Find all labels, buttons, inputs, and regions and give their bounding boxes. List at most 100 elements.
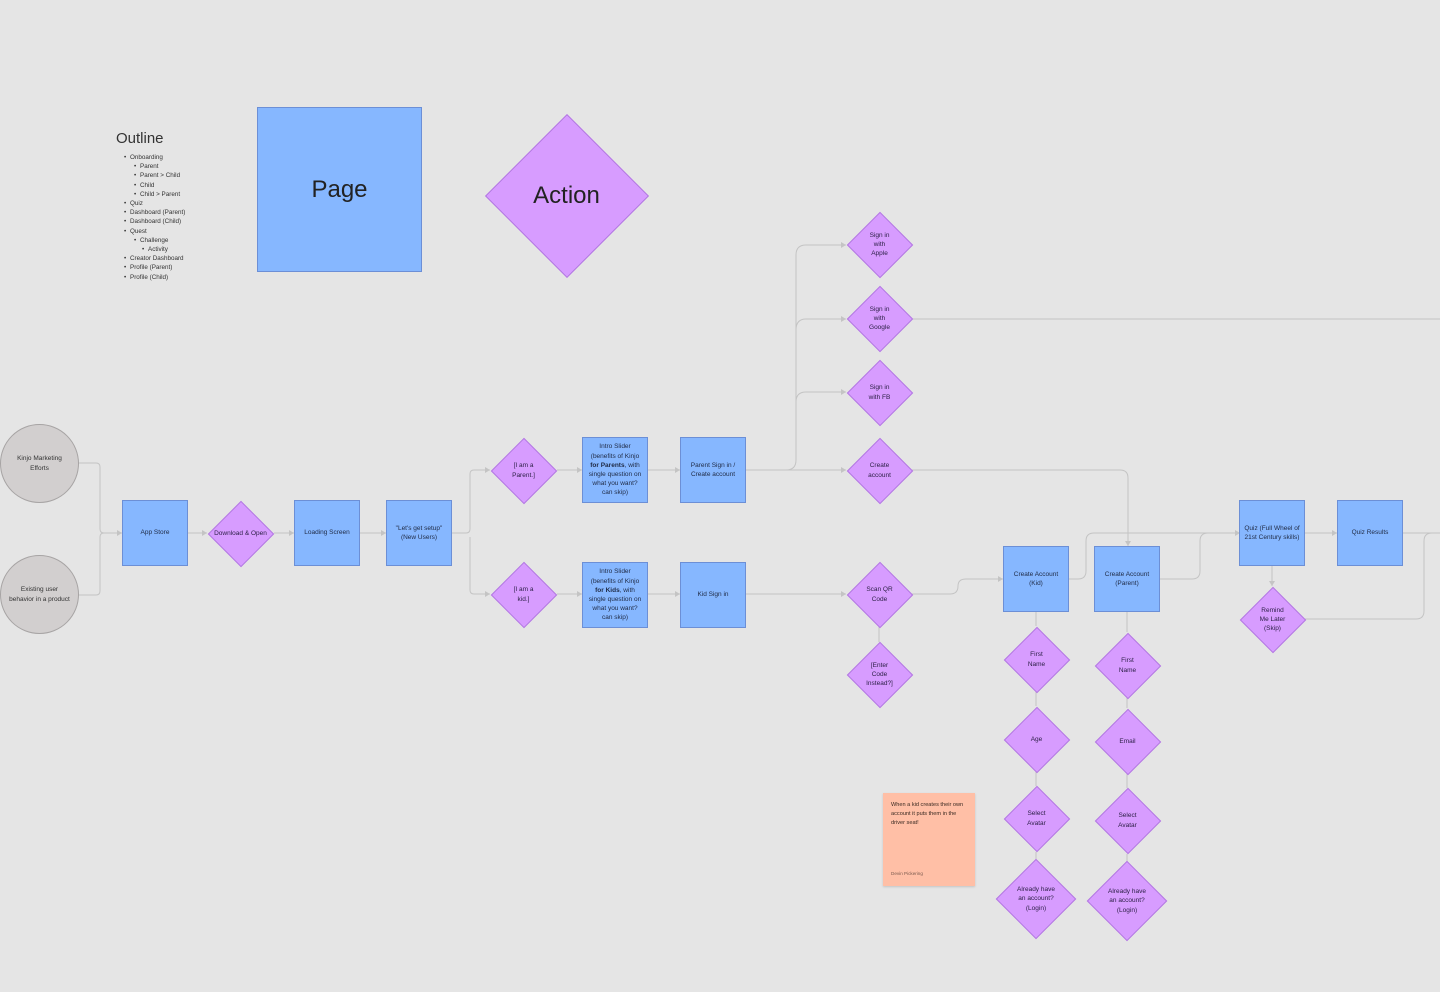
sticky-note-text: When a kid creates their own account it …: [891, 802, 964, 827]
node-label: Quiz Results: [1351, 529, 1389, 537]
node-label: Quiz (Full Wheel of 21st Century skills): [1244, 524, 1300, 541]
page-lets-get-setup[interactable]: "Let's get setup" (New Users): [386, 500, 452, 566]
arrowhead: [117, 530, 122, 536]
node-label: [I am a kid.]: [513, 586, 534, 603]
outline-item: Parent: [134, 162, 185, 171]
action-sign-in-google[interactable]: Sign in with Google: [846, 285, 913, 352]
action-scan-qr-code[interactable]: Scan QR Code: [846, 561, 913, 628]
node-label: Kinjo Marketing Efforts: [17, 455, 62, 472]
action-i-am-kid[interactable]: [I am a kid.]: [490, 561, 557, 628]
page-quiz[interactable]: Quiz (Full Wheel of 21st Century skills): [1239, 500, 1305, 566]
node-label: [I am a Parent.]: [512, 462, 535, 479]
node-label-bold: for Parents: [590, 461, 625, 469]
arrowhead: [1332, 530, 1337, 536]
connector-setup-kid: [469, 537, 490, 595]
action-download-open[interactable]: Download & Open: [207, 500, 274, 567]
action-kid-already-have-account[interactable]: Already have an account? (Login): [991, 858, 1081, 940]
page-loading-screen[interactable]: Loading Screen: [294, 500, 360, 566]
action-sign-in-fb[interactable]: Sign in with FB: [846, 359, 913, 426]
outline-item: Profile (Child): [124, 273, 185, 282]
node-label: Age: [1030, 735, 1043, 743]
arrowhead: [381, 530, 386, 536]
node-label: Intro Slider (benefits of Kinjo for Pare…: [587, 442, 643, 497]
page-quiz-results[interactable]: Quiz Results: [1337, 500, 1403, 566]
page-create-account-kid[interactable]: Create Account (Kid): [1003, 546, 1069, 612]
action-enter-code[interactable]: [Enter Code Instead?]: [846, 641, 913, 708]
outline-item: Challenge: [134, 236, 185, 245]
outline-item: Child: [134, 181, 185, 190]
legend-page-shape[interactable]: Page: [257, 107, 422, 272]
node-label: Email: [1119, 737, 1136, 745]
page-intro-slider-parent[interactable]: Intro Slider (benefits of Kinjo for Pare…: [582, 437, 648, 503]
connector-scanqr-createkid: [912, 578, 1003, 595]
node-label: Kid Sign in: [697, 591, 729, 599]
outline-item: Creator Dashboard: [124, 254, 185, 263]
action-kid-age[interactable]: Age: [1003, 706, 1070, 773]
outline-item: Onboarding: [124, 153, 185, 162]
node-label-part: , with single question on what you want?…: [588, 461, 642, 497]
start-node-existing-behavior[interactable]: Existing user behavior in a product: [0, 555, 79, 634]
node-label: First Name: [1027, 651, 1046, 668]
page-app-store[interactable]: App Store: [122, 500, 188, 566]
page-create-account-parent[interactable]: Create Account (Parent): [1094, 546, 1160, 612]
arrowhead: [202, 530, 207, 536]
action-remind-me-later[interactable]: Remind Me Later (Skip): [1239, 586, 1306, 653]
outline-item: Dashboard (Child): [124, 217, 185, 226]
connector-setup-parent: [452, 469, 490, 534]
arrowhead: [577, 591, 582, 597]
node-label: "Let's get setup" (New Users): [395, 524, 443, 541]
sticky-note[interactable]: When a kid creates their own account it …: [883, 793, 975, 886]
arrowhead: [675, 591, 680, 597]
action-kid-first-name[interactable]: First Name: [1003, 626, 1070, 693]
node-label: Download & Open: [214, 529, 267, 537]
outline-list: OnboardingParentParent > ChildChildChild…: [116, 153, 185, 282]
action-parent-email[interactable]: Email: [1094, 708, 1161, 775]
action-i-am-parent[interactable]: [I am a Parent.]: [490, 437, 557, 504]
page-intro-slider-kid[interactable]: Intro Slider (benefits of Kinjo for Kids…: [582, 562, 648, 628]
arrowhead: [1125, 541, 1131, 546]
outline-item: Child > Parent: [134, 190, 185, 199]
connector-create-createparent: [912, 469, 1129, 546]
action-parent-select-avatar[interactable]: Select Avatar: [1094, 787, 1161, 854]
node-label: Sign in with Apple: [869, 231, 890, 258]
node-label: Create account: [868, 462, 891, 479]
legend-action-shape[interactable]: Action: [484, 113, 649, 278]
action-parent-already-have-account[interactable]: Already have an account? (Login): [1082, 860, 1172, 942]
connector-parentsignin-apple: [785, 244, 846, 471]
connector-marketing-appstore: [78, 462, 122, 534]
node-label: [Enter Code Instead?]: [866, 661, 893, 688]
connector-createkid-createparent: [1069, 532, 1240, 580]
node-label: Scan QR Code: [866, 586, 893, 603]
node-label: Create Account (Parent): [1104, 570, 1150, 587]
connector-trunk-fb: [795, 391, 846, 403]
start-node-marketing[interactable]: Kinjo Marketing Efforts: [0, 424, 79, 503]
arrowhead: [485, 467, 490, 473]
arrowhead: [841, 316, 846, 322]
arrowhead: [577, 467, 582, 473]
node-label: Already have an account? (Login): [1017, 886, 1055, 912]
outline-item: Activity: [142, 245, 185, 254]
arrowhead: [998, 576, 1003, 582]
node-label: Already have an account? (Login): [1108, 888, 1146, 914]
page-parent-sign-in[interactable]: Parent Sign in / Create account: [680, 437, 746, 503]
legend-action-label: Action: [533, 181, 600, 209]
legend-page-label: Page: [311, 175, 368, 203]
page-kid-sign-in[interactable]: Kid Sign in: [680, 562, 746, 628]
action-kid-select-avatar[interactable]: Select Avatar: [1003, 785, 1070, 852]
node-label-part: Intro Slider (benefits of Kinjo: [590, 443, 640, 460]
outline-item: Parent > Child: [134, 171, 185, 180]
action-sign-in-apple[interactable]: Sign in with Apple: [846, 211, 913, 278]
node-label: Existing user behavior in a product: [9, 586, 70, 603]
node-label: First Name: [1118, 657, 1137, 674]
action-create-account[interactable]: Create account: [846, 437, 913, 504]
sticky-note-author: Devin Pickering: [891, 870, 923, 876]
node-label-part: , with single question on what you want?…: [588, 586, 642, 622]
arrowhead: [675, 467, 680, 473]
outline-panel: Outline OnboardingParentParent > ChildCh…: [116, 130, 185, 282]
action-parent-first-name[interactable]: First Name: [1094, 632, 1161, 699]
arrowhead: [1235, 530, 1240, 536]
node-label-part: Intro Slider (benefits of Kinjo: [590, 568, 640, 585]
node-label: Select Avatar: [1027, 810, 1046, 827]
